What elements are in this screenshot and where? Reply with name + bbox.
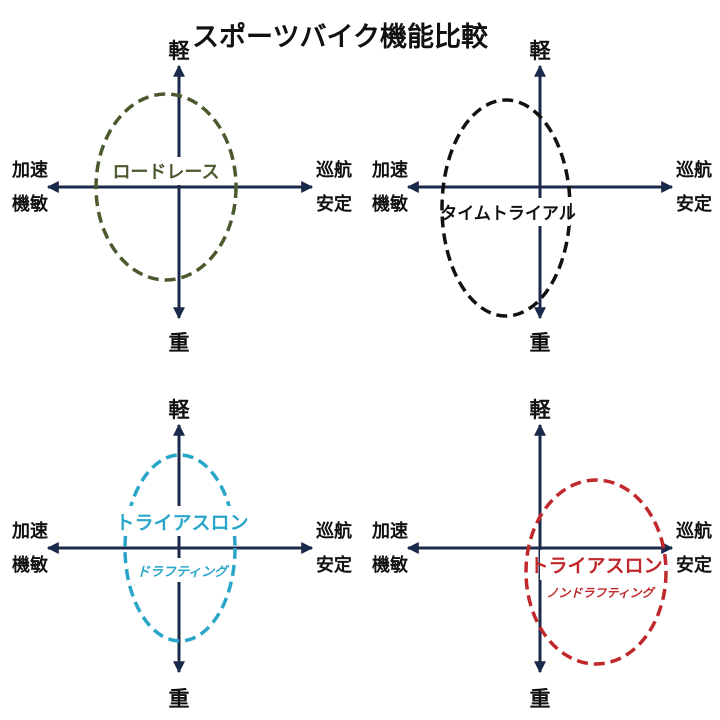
road-ellipse [94, 92, 238, 282]
triathlon-non-drafting-sublabel: ノンドラフティング [546, 586, 655, 600]
left-axis-label-line2: 機敏 [372, 193, 409, 215]
left-axis-label-line1: 加速 [11, 159, 48, 181]
top-axis-label: 軽 [530, 398, 552, 422]
top-axis-label: 軽 [169, 398, 191, 422]
time-trial-label-backdrop [446, 198, 570, 226]
triathlon-non-drafting-ellipse [524, 478, 668, 666]
left-axis-label-line1: 加速 [11, 520, 48, 542]
right-axis-label-line2: 安定 [676, 193, 712, 215]
bottom-axis-label: 重 [530, 331, 551, 355]
right-axis-label-line1: 巡航 [676, 159, 712, 181]
right-axis-label-line1: 巡航 [676, 520, 712, 542]
panel-triathlon-non-drafting: トライアスロン ノンドラフティング 軽 重 加速 機敏 巡航 安定 [371, 398, 712, 711]
road-label-backdrop [120, 157, 210, 185]
triathlon-non-drafting-label: トライアスロン [529, 555, 662, 577]
left-axis-label-line2: 機敏 [12, 193, 49, 215]
right-axis-label-line2: 安定 [676, 554, 712, 576]
bottom-axis-label: 重 [530, 687, 551, 711]
panel-time-trial: タイムトライアル 軽 重 加速 機敏 巡航 安定 [371, 39, 712, 355]
right-axis-label-line2: 安定 [316, 193, 352, 215]
panel-road: ロードレース 軽 重 加速 機敏 巡航 安定 [11, 39, 352, 355]
road-label: ロードレース [112, 162, 219, 183]
left-axis-label-line1: 加速 [371, 520, 408, 542]
triathlon-drafting-sublabel: ドラフティング [137, 564, 230, 580]
bottom-axis-label: 重 [169, 687, 190, 711]
right-axis-label-line2: 安定 [316, 554, 352, 576]
left-axis-label-line2: 機敏 [372, 554, 409, 576]
top-axis-label: 軽 [530, 39, 552, 63]
right-axis-label-line1: 巡航 [316, 520, 352, 542]
time-trial-label: タイムトライアル [440, 204, 576, 224]
panel-triathlon-drafting: トライアスロン ドラフティング 軽 重 加速 機敏 巡航 安定 [11, 398, 352, 711]
triathlon-drafting-ellipse [123, 453, 237, 643]
diagram-title: スポーツバイク機能比較 [192, 21, 489, 53]
left-axis-label-line2: 機敏 [12, 554, 49, 576]
top-axis-label: 軽 [169, 39, 191, 63]
triathlon-drafting-label-backdrop [124, 506, 240, 536]
left-axis-label-line1: 加速 [371, 159, 408, 181]
triathlon-drafting-label: トライアスロン [115, 512, 248, 534]
triathlon-drafting-sublabel-backdrop [136, 558, 228, 582]
triathlon-non-drafting-label-backdrop [540, 550, 652, 580]
bottom-axis-label: 重 [169, 331, 190, 355]
right-axis-label-line1: 巡航 [316, 159, 352, 181]
